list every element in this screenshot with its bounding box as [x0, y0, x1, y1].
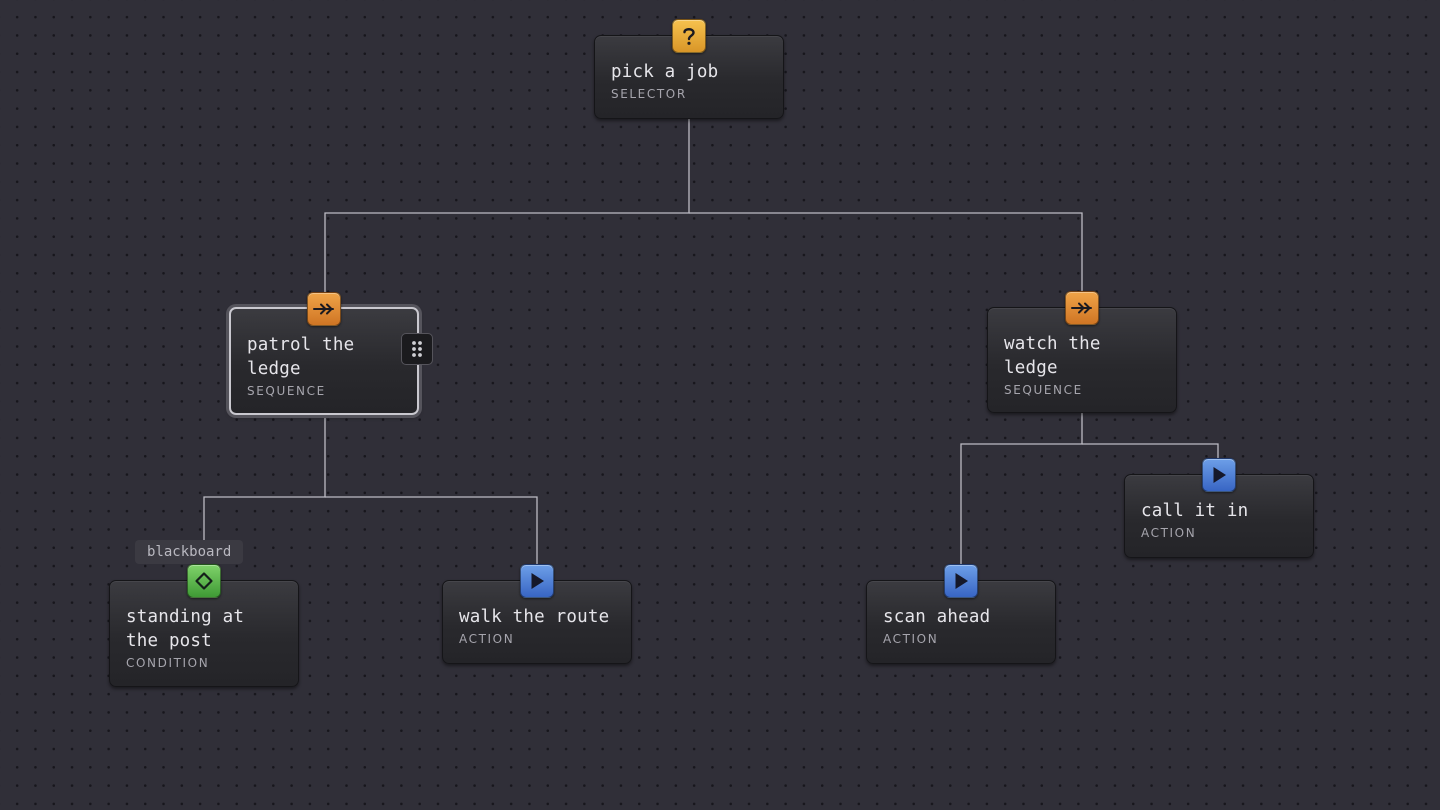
node-type-label: SEQUENCE: [1004, 383, 1083, 397]
node-type-label: ACTION: [883, 632, 939, 646]
node-title: walk the route: [459, 607, 610, 627]
node-title: standing at the post: [126, 607, 245, 651]
sequence-arrow-icon: [307, 292, 341, 326]
node-patrol-the-ledge[interactable]: patrol the ledge SEQUENCE: [229, 292, 433, 415]
edge-root-watch: [689, 212, 1083, 292]
node-type-label: ACTION: [1141, 526, 1197, 540]
drag-handle-icon[interactable]: [401, 333, 433, 365]
node-type-label: SEQUENCE: [247, 384, 326, 398]
play-icon: [944, 564, 978, 598]
node-pick-a-job[interactable]: pick a job SELECTOR: [594, 19, 784, 119]
sequence-arrow-icon: [1065, 291, 1099, 325]
node-title: patrol the ledge: [247, 335, 355, 379]
play-icon: [1202, 458, 1236, 492]
edge-watch-call: [1082, 443, 1219, 459]
node-type-label: CONDITION: [126, 656, 210, 670]
edge-patrol-walk: [325, 496, 538, 565]
node-call-it-in[interactable]: call it in ACTION: [1124, 458, 1314, 558]
node-title: pick a job: [611, 62, 719, 82]
node-type-label: SELECTOR: [611, 87, 687, 101]
blackboard-tag: blackboard: [135, 540, 244, 564]
node-watch-the-ledge[interactable]: watch the ledge SEQUENCE: [987, 291, 1177, 413]
node-title: call it in: [1141, 501, 1249, 521]
edge-watch-scan: [960, 413, 1083, 565]
diamond-icon: [187, 564, 221, 598]
node-title: watch the ledge: [1004, 334, 1101, 378]
node-scan-ahead[interactable]: scan ahead ACTION: [866, 564, 1056, 664]
node-type-label: ACTION: [459, 632, 515, 646]
question-icon: [672, 19, 706, 53]
edge-patrol-standing: [203, 417, 326, 565]
node-walk-the-route[interactable]: walk the route ACTION: [442, 564, 632, 664]
play-icon: [520, 564, 554, 598]
node-standing-at-the-post[interactable]: standing at the post CONDITION: [109, 564, 299, 687]
edge-root-patrol: [324, 119, 690, 292]
node-title: scan ahead: [883, 607, 991, 627]
